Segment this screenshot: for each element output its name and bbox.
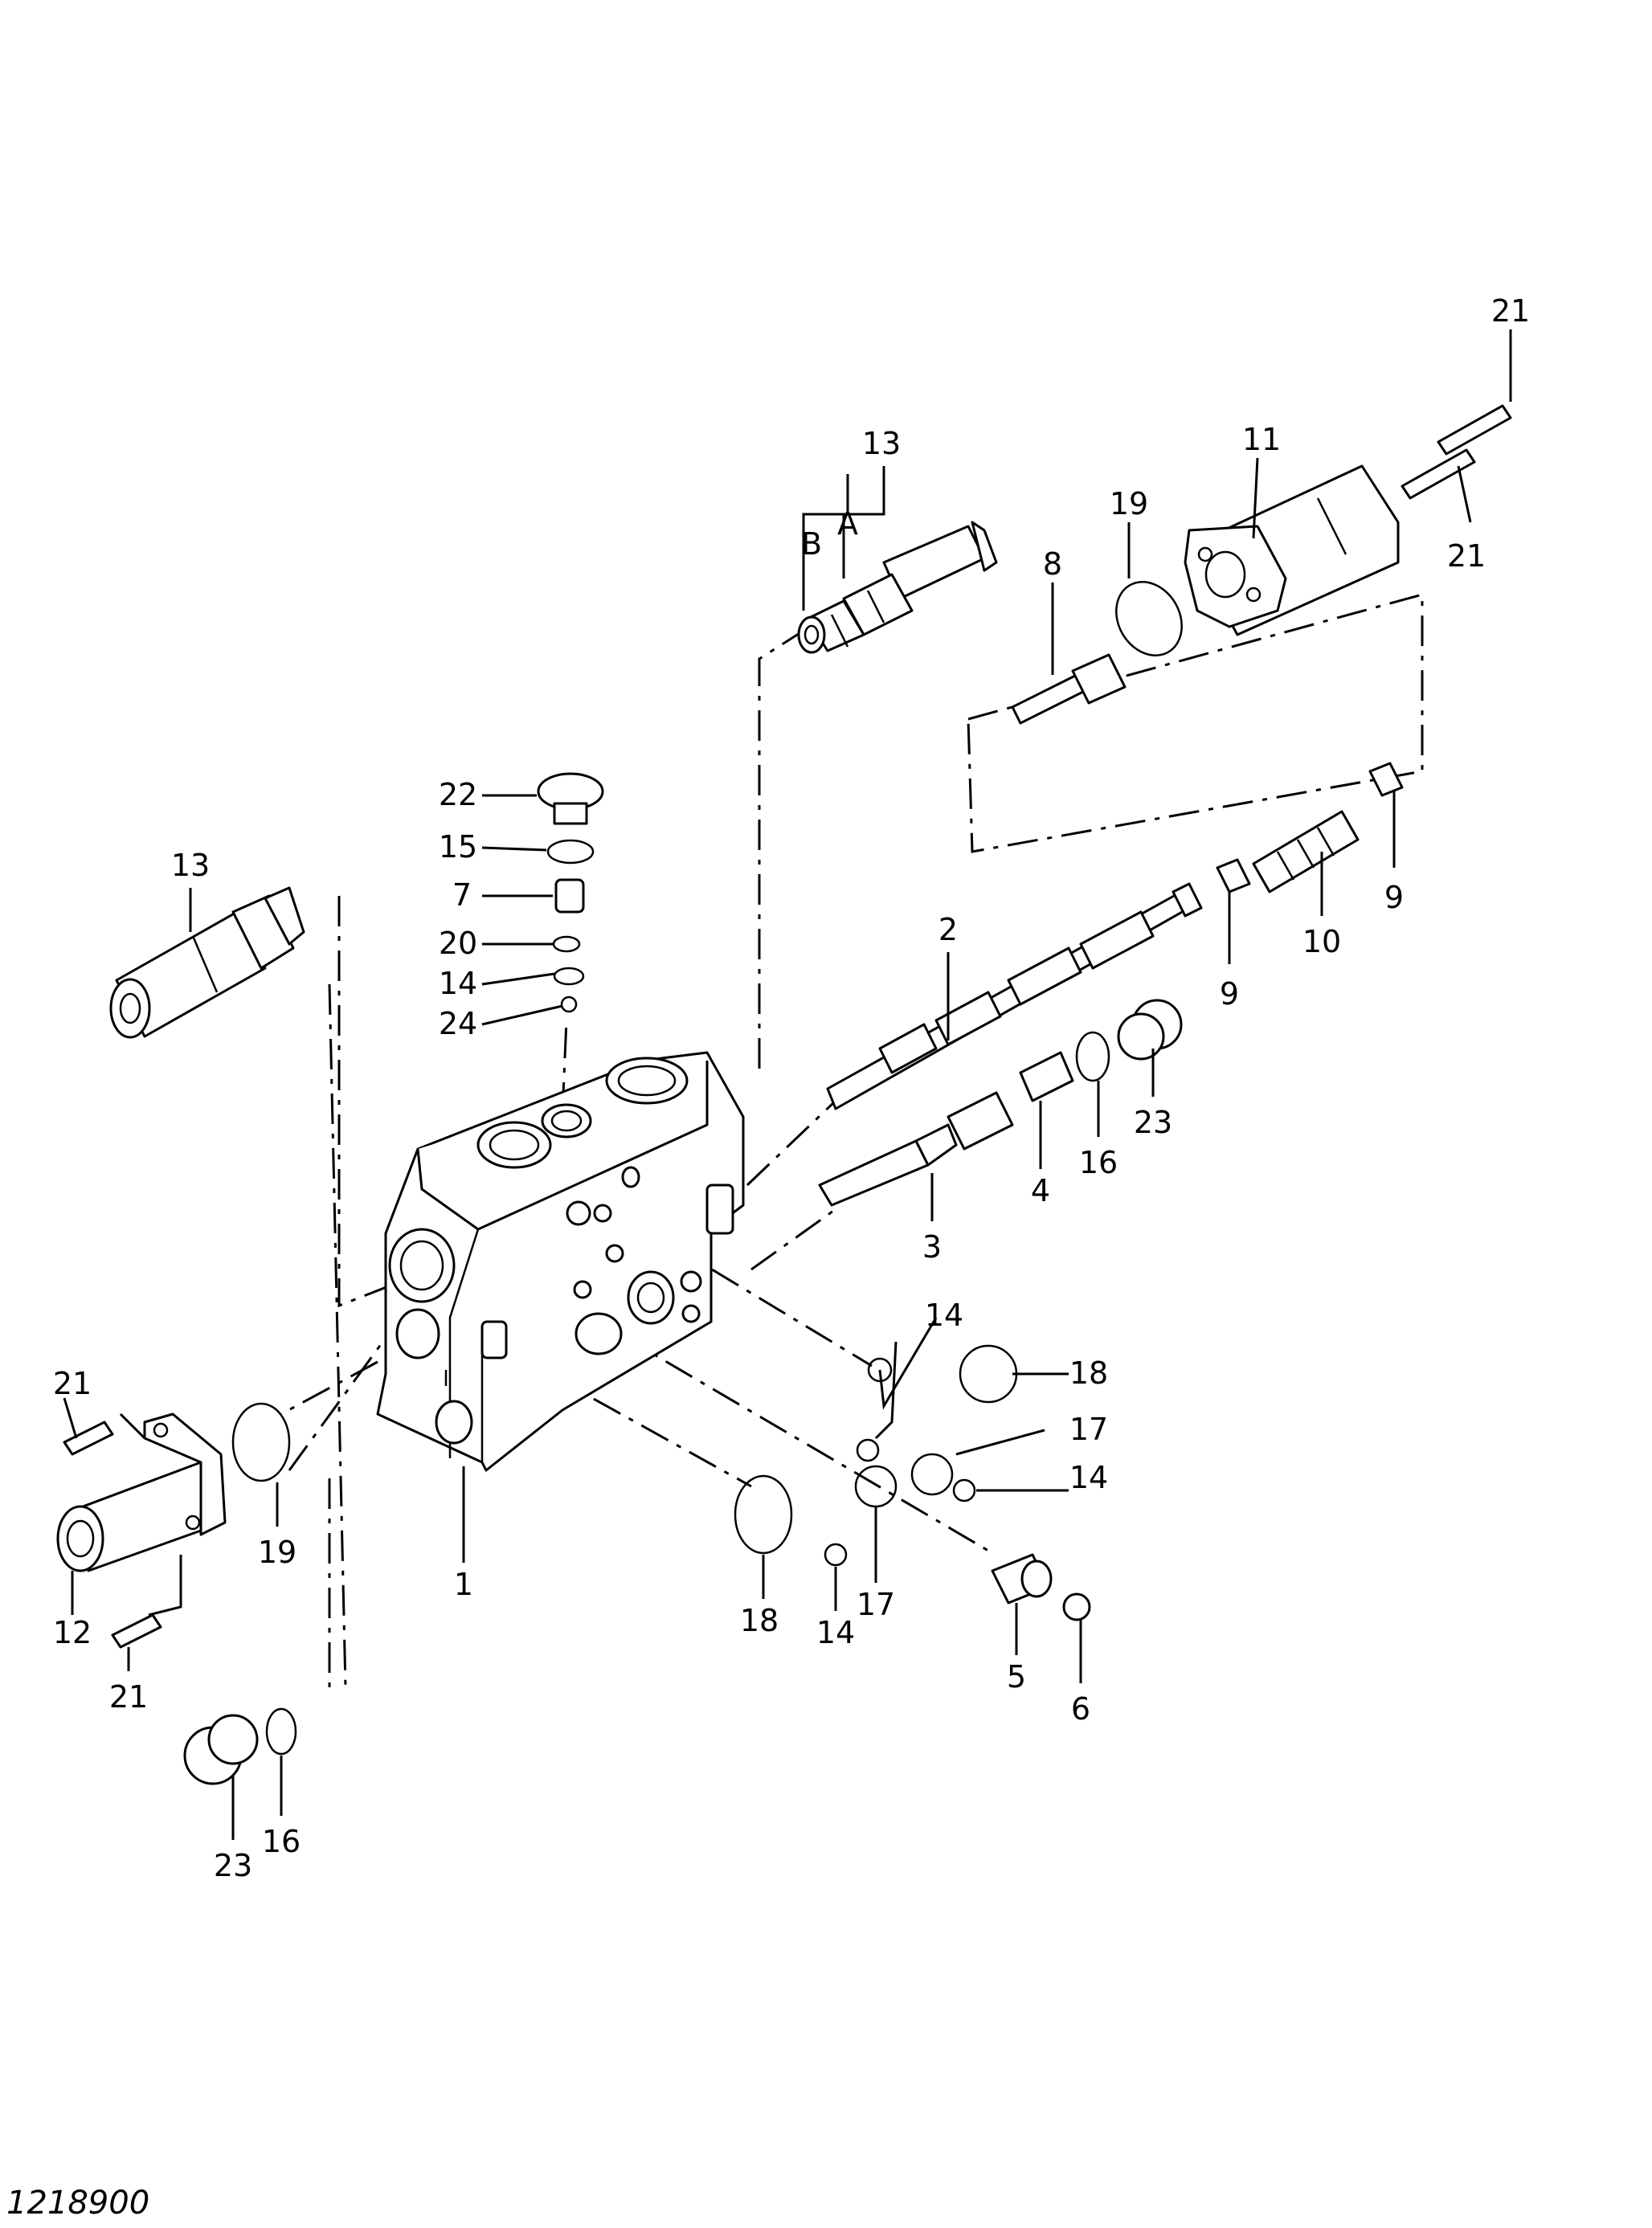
drawing-code: 1218900 xyxy=(6,2185,149,2222)
spring-part-4 xyxy=(1019,1051,1074,1102)
callout-19: 19 xyxy=(258,1535,296,1570)
callout-24: 24 xyxy=(439,1006,477,1041)
callout-9: 9 xyxy=(1384,880,1404,915)
poppet-part-8 xyxy=(1011,653,1127,725)
callout-21: 21 xyxy=(1447,538,1486,574)
callout-21: 21 xyxy=(109,1679,148,1715)
callout-23: 23 xyxy=(214,1848,252,1883)
spool-part-3 xyxy=(818,1091,1014,1207)
plug-part-23-right xyxy=(1117,999,1183,1061)
callout-2: 2 xyxy=(938,912,958,947)
callout-10: 10 xyxy=(1302,924,1341,959)
callout-1: 1 xyxy=(454,1567,473,1602)
callout-9: 9 xyxy=(1220,976,1239,1012)
callout-16: 16 xyxy=(1079,1145,1118,1180)
callout-19: 19 xyxy=(1110,486,1148,521)
relief-valve-part-13-left xyxy=(109,886,305,1039)
port-b-label: B xyxy=(801,526,822,562)
callout-4: 4 xyxy=(1031,1173,1050,1208)
spool-part-2 xyxy=(826,882,1203,1110)
callout-12: 12 xyxy=(53,1615,92,1650)
callout-13: 13 xyxy=(862,426,901,461)
callout-21: 21 xyxy=(53,1366,92,1401)
callout-18: 18 xyxy=(1069,1355,1108,1391)
callout-14: 14 xyxy=(925,1298,963,1333)
port-a-label: A xyxy=(837,506,858,542)
callout-14: 14 xyxy=(816,1615,855,1650)
callout-18: 18 xyxy=(740,1603,779,1638)
callout-22: 22 xyxy=(439,777,477,812)
callout-8: 8 xyxy=(1043,546,1062,582)
callout-17: 17 xyxy=(857,1587,895,1622)
callout-6: 6 xyxy=(1071,1691,1090,1727)
callout-23: 23 xyxy=(1134,1105,1172,1140)
spring-part-6 xyxy=(1062,1592,1091,1621)
spring-part-10 xyxy=(1252,810,1360,893)
plug-part-22 xyxy=(537,772,604,825)
callout-3: 3 xyxy=(922,1229,942,1265)
callout-13: 13 xyxy=(171,848,210,883)
assembly-lines xyxy=(280,593,1424,1688)
callout-14: 14 xyxy=(439,966,477,1001)
callout-labels: 21 21 11 19 8 13 A B 22 15 7 20 14 24 13… xyxy=(53,293,1530,1883)
callout-16: 16 xyxy=(262,1824,301,1859)
callout-11: 11 xyxy=(1242,422,1281,457)
plug-part-23-bottom xyxy=(183,1714,259,1785)
leader-lines xyxy=(63,329,1512,1840)
stopper-part-9 xyxy=(1216,762,1404,893)
callout-17: 17 xyxy=(1069,1412,1108,1447)
callout-21: 21 xyxy=(1491,293,1530,329)
cover-part-11 xyxy=(1184,464,1400,636)
relief-valve-part-13-upper xyxy=(797,521,998,654)
callout-15: 15 xyxy=(439,829,477,865)
callout-5: 5 xyxy=(1007,1659,1026,1695)
plug-part-5 xyxy=(991,1553,1053,1605)
valve-body-part-1 xyxy=(376,1051,745,1472)
callout-14: 14 xyxy=(1069,1460,1108,1495)
callout-20: 20 xyxy=(439,926,477,961)
poppet-part-7 xyxy=(554,878,585,914)
bolts-part-21 xyxy=(63,404,1512,1649)
callout-7: 7 xyxy=(452,877,472,913)
cover-part-12 xyxy=(56,1412,227,1617)
